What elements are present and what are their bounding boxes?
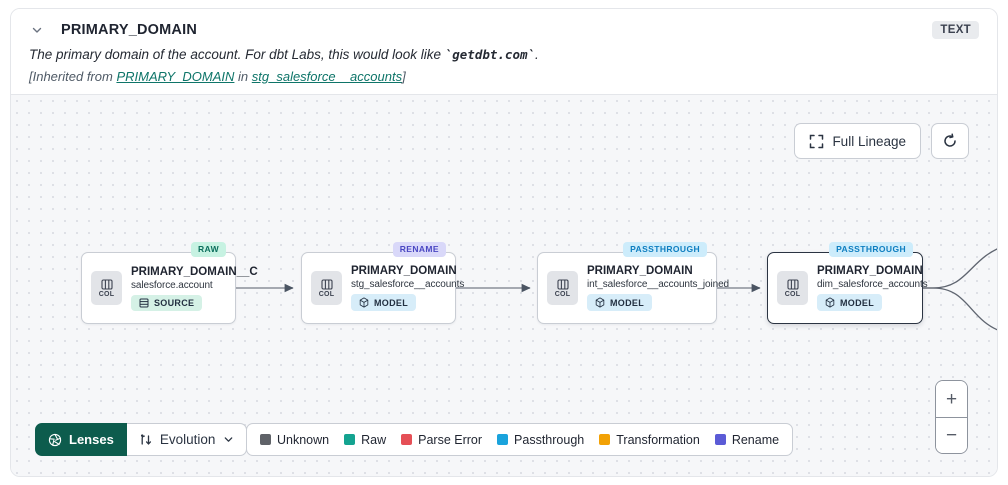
node-subtitle: int_salesforce__accounts_joined xyxy=(587,279,729,290)
column-description: The primary domain of the account. For d… xyxy=(29,47,539,62)
canvas-toolbar: Full Lineage xyxy=(794,123,969,159)
inherited-from-line: [Inherited from PRIMARY_DOMAIN in stg_sa… xyxy=(29,69,406,84)
column-title: PRIMARY_DOMAIN xyxy=(61,22,197,38)
legend-item: Transformation xyxy=(599,433,700,447)
model-cube-icon xyxy=(359,297,369,308)
legend-swatch xyxy=(401,434,413,445)
evolution-route-icon xyxy=(139,433,152,447)
lineage-node-source[interactable]: RAW COL PRIMARY_DOMAIN__C salesforce.acc… xyxy=(81,242,258,324)
lenses-button[interactable]: Lenses xyxy=(35,423,127,456)
lens-dropdown-value: Evolution xyxy=(159,432,216,447)
lenses-control: Lenses Evolution xyxy=(35,423,248,456)
zoom-controls: + − xyxy=(935,380,968,454)
full-lineage-button[interactable]: Full Lineage xyxy=(794,123,921,159)
legend-item: Parse Error xyxy=(401,433,482,447)
lineage-node-int[interactable]: PASSTHROUGH COL PRIMARY_DOMAIN int_sales… xyxy=(537,242,729,324)
node-title: PRIMARY_DOMAIN xyxy=(817,265,923,277)
lens-dropdown[interactable]: Evolution xyxy=(126,423,248,456)
legend-item: Raw xyxy=(344,433,386,447)
full-lineage-label: Full Lineage xyxy=(832,133,906,149)
lineage-node-dim-selected[interactable]: PASSTHROUGH COL PRIMARY_DOMAIN dim_sales… xyxy=(767,242,928,324)
resource-type-badge: MODEL xyxy=(351,294,416,311)
data-type-badge: TEXT xyxy=(932,21,979,39)
source-table-icon xyxy=(139,298,149,308)
panel-header: PRIMARY_DOMAIN TEXT The primary domain o… xyxy=(11,9,997,94)
model-cube-icon xyxy=(825,297,835,308)
model-cube-icon xyxy=(595,297,605,308)
status-badge: PASSTHROUGH xyxy=(623,242,707,257)
code-snippet: `getdbt.com` xyxy=(444,47,536,62)
lineage-canvas[interactable]: Full Lineage RAW COL PRIMARY_DOMAIN__C s… xyxy=(11,94,997,476)
status-badge: RAW xyxy=(190,242,226,257)
column-icon: COL xyxy=(547,271,578,305)
resource-type-badge: MODEL xyxy=(817,294,882,311)
legend-swatch xyxy=(344,434,356,445)
legend-item: Unknown xyxy=(260,433,329,447)
column-icon: COL xyxy=(91,271,122,305)
resource-type-badge: SOURCE xyxy=(131,294,203,311)
legend-swatch xyxy=(260,434,271,445)
node-subtitle: salesforce.account xyxy=(131,279,213,291)
inherited-model-link[interactable]: stg_salesforce__accounts xyxy=(251,69,403,84)
column-icon: COL xyxy=(777,271,808,305)
lineage-legend: Unknown Raw Parse Error Passthrough Tran… xyxy=(246,423,794,456)
aperture-icon xyxy=(48,433,62,447)
legend-swatch xyxy=(599,434,611,445)
status-badge: RENAME xyxy=(392,242,446,257)
inherited-column-link[interactable]: PRIMARY_DOMAIN xyxy=(116,69,235,84)
zoom-out-button[interactable]: − xyxy=(936,417,967,453)
node-subtitle: dim_salesforce_accounts xyxy=(817,279,928,290)
column-icon: COL xyxy=(311,271,342,305)
status-badge: PASSTHROUGH xyxy=(829,242,913,257)
refresh-button[interactable] xyxy=(931,123,969,159)
legend-swatch xyxy=(497,434,509,445)
lineage-node-stg[interactable]: RENAME COL PRIMARY_DOMAIN stg_salesforce… xyxy=(301,242,465,324)
collapse-chevron-icon[interactable] xyxy=(29,22,45,38)
node-title: PRIMARY_DOMAIN__C xyxy=(131,265,258,278)
zoom-in-button[interactable]: + xyxy=(936,381,967,417)
resource-type-badge: MODEL xyxy=(587,294,652,311)
node-title: PRIMARY_DOMAIN xyxy=(351,265,457,277)
expand-icon xyxy=(809,134,824,149)
chevron-down-icon xyxy=(223,434,234,445)
legend-item: Rename xyxy=(714,433,779,447)
node-subtitle: stg_salesforce__accounts xyxy=(351,279,465,290)
column-lineage-panel: PRIMARY_DOMAIN TEXT The primary domain o… xyxy=(10,8,998,477)
refresh-icon xyxy=(942,133,958,149)
legend-item: Passthrough xyxy=(497,433,584,447)
node-title: PRIMARY_DOMAIN xyxy=(587,265,693,277)
legend-swatch xyxy=(714,434,726,445)
